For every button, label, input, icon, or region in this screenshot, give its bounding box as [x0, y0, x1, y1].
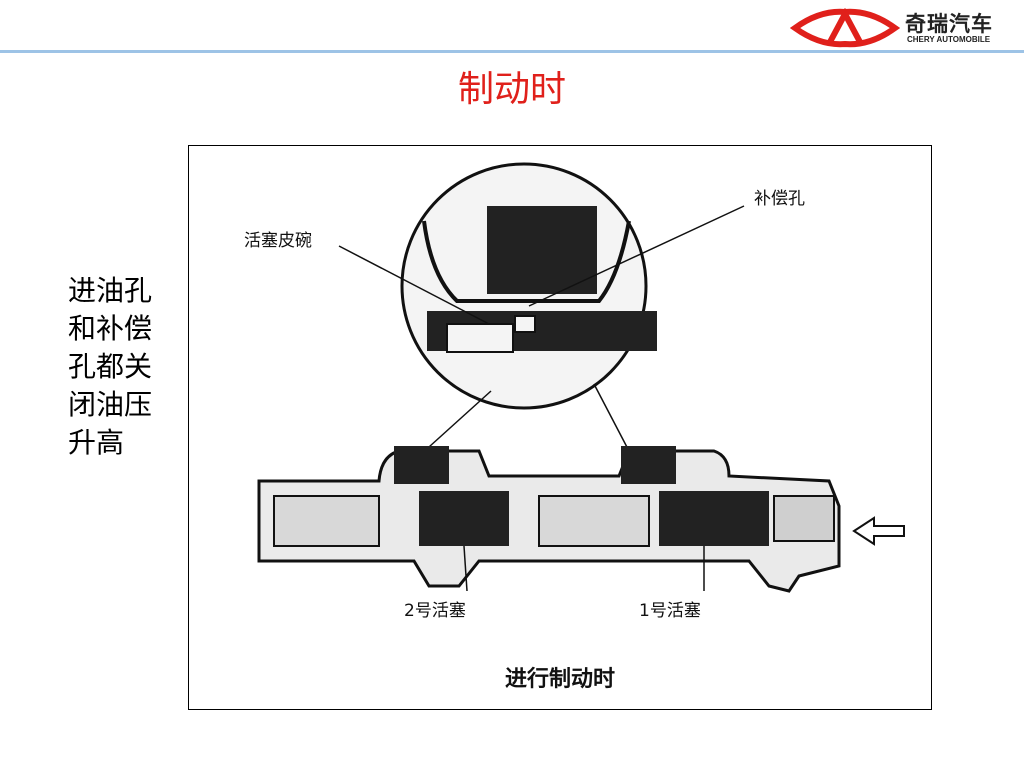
- detail-compensation-port: [514, 315, 536, 333]
- side-note-line: 孔都关: [68, 350, 153, 383]
- compensation-hole-leader: [528, 205, 745, 307]
- page-title: 制动时: [457, 69, 566, 110]
- master-cylinder-drawing: [257, 162, 905, 593]
- label-piston-cup: 活塞皮碗: [244, 231, 312, 251]
- detail-bore-outline: [422, 220, 631, 303]
- piston-2-block: [419, 491, 509, 546]
- chery-logo: 奇瑞汽车 CHERY AUTOMOBILE: [789, 7, 1015, 48]
- reservoir-port-1: [621, 446, 676, 484]
- side-note-line: 闭油压: [68, 388, 153, 421]
- figure-caption: 进行制动时: [504, 667, 615, 692]
- push-rod-end: [773, 495, 835, 542]
- label-compensation-hole: 补偿孔: [754, 189, 805, 209]
- detail-piston-cup: [446, 323, 514, 353]
- spring-chamber-1: [538, 495, 650, 547]
- side-note: 进油孔 和补偿 孔都关 闭油压 升高: [68, 272, 178, 462]
- piston-1-block: [659, 491, 769, 546]
- input-force-arrow: [852, 516, 905, 546]
- zoom-leader-left: [418, 390, 492, 457]
- reservoir-port-2: [394, 446, 449, 484]
- piston-2-leader: [463, 545, 468, 592]
- side-note-line: 升高: [68, 426, 125, 459]
- piston-cup-leader: [338, 245, 490, 325]
- master-cylinder-figure: 活塞皮碗 补偿孔 2号活塞 1号活塞 进行制动时: [188, 145, 932, 710]
- spring-chamber-2: [273, 495, 380, 547]
- logo-text-en: CHERY AUTOMOBILE: [907, 35, 991, 44]
- detail-reservoir-block: [487, 206, 597, 294]
- label-piston-1: 1号活塞: [639, 601, 701, 621]
- zoom-leader-right: [593, 383, 630, 452]
- side-note-line: 和补偿: [68, 312, 153, 345]
- chery-emblem-icon: [789, 7, 901, 48]
- label-piston-2: 2号活塞: [404, 601, 466, 621]
- logo-text-cn: 奇瑞汽车: [905, 12, 993, 36]
- side-note-line: 进油孔: [68, 274, 153, 307]
- header-divider: [0, 50, 1024, 53]
